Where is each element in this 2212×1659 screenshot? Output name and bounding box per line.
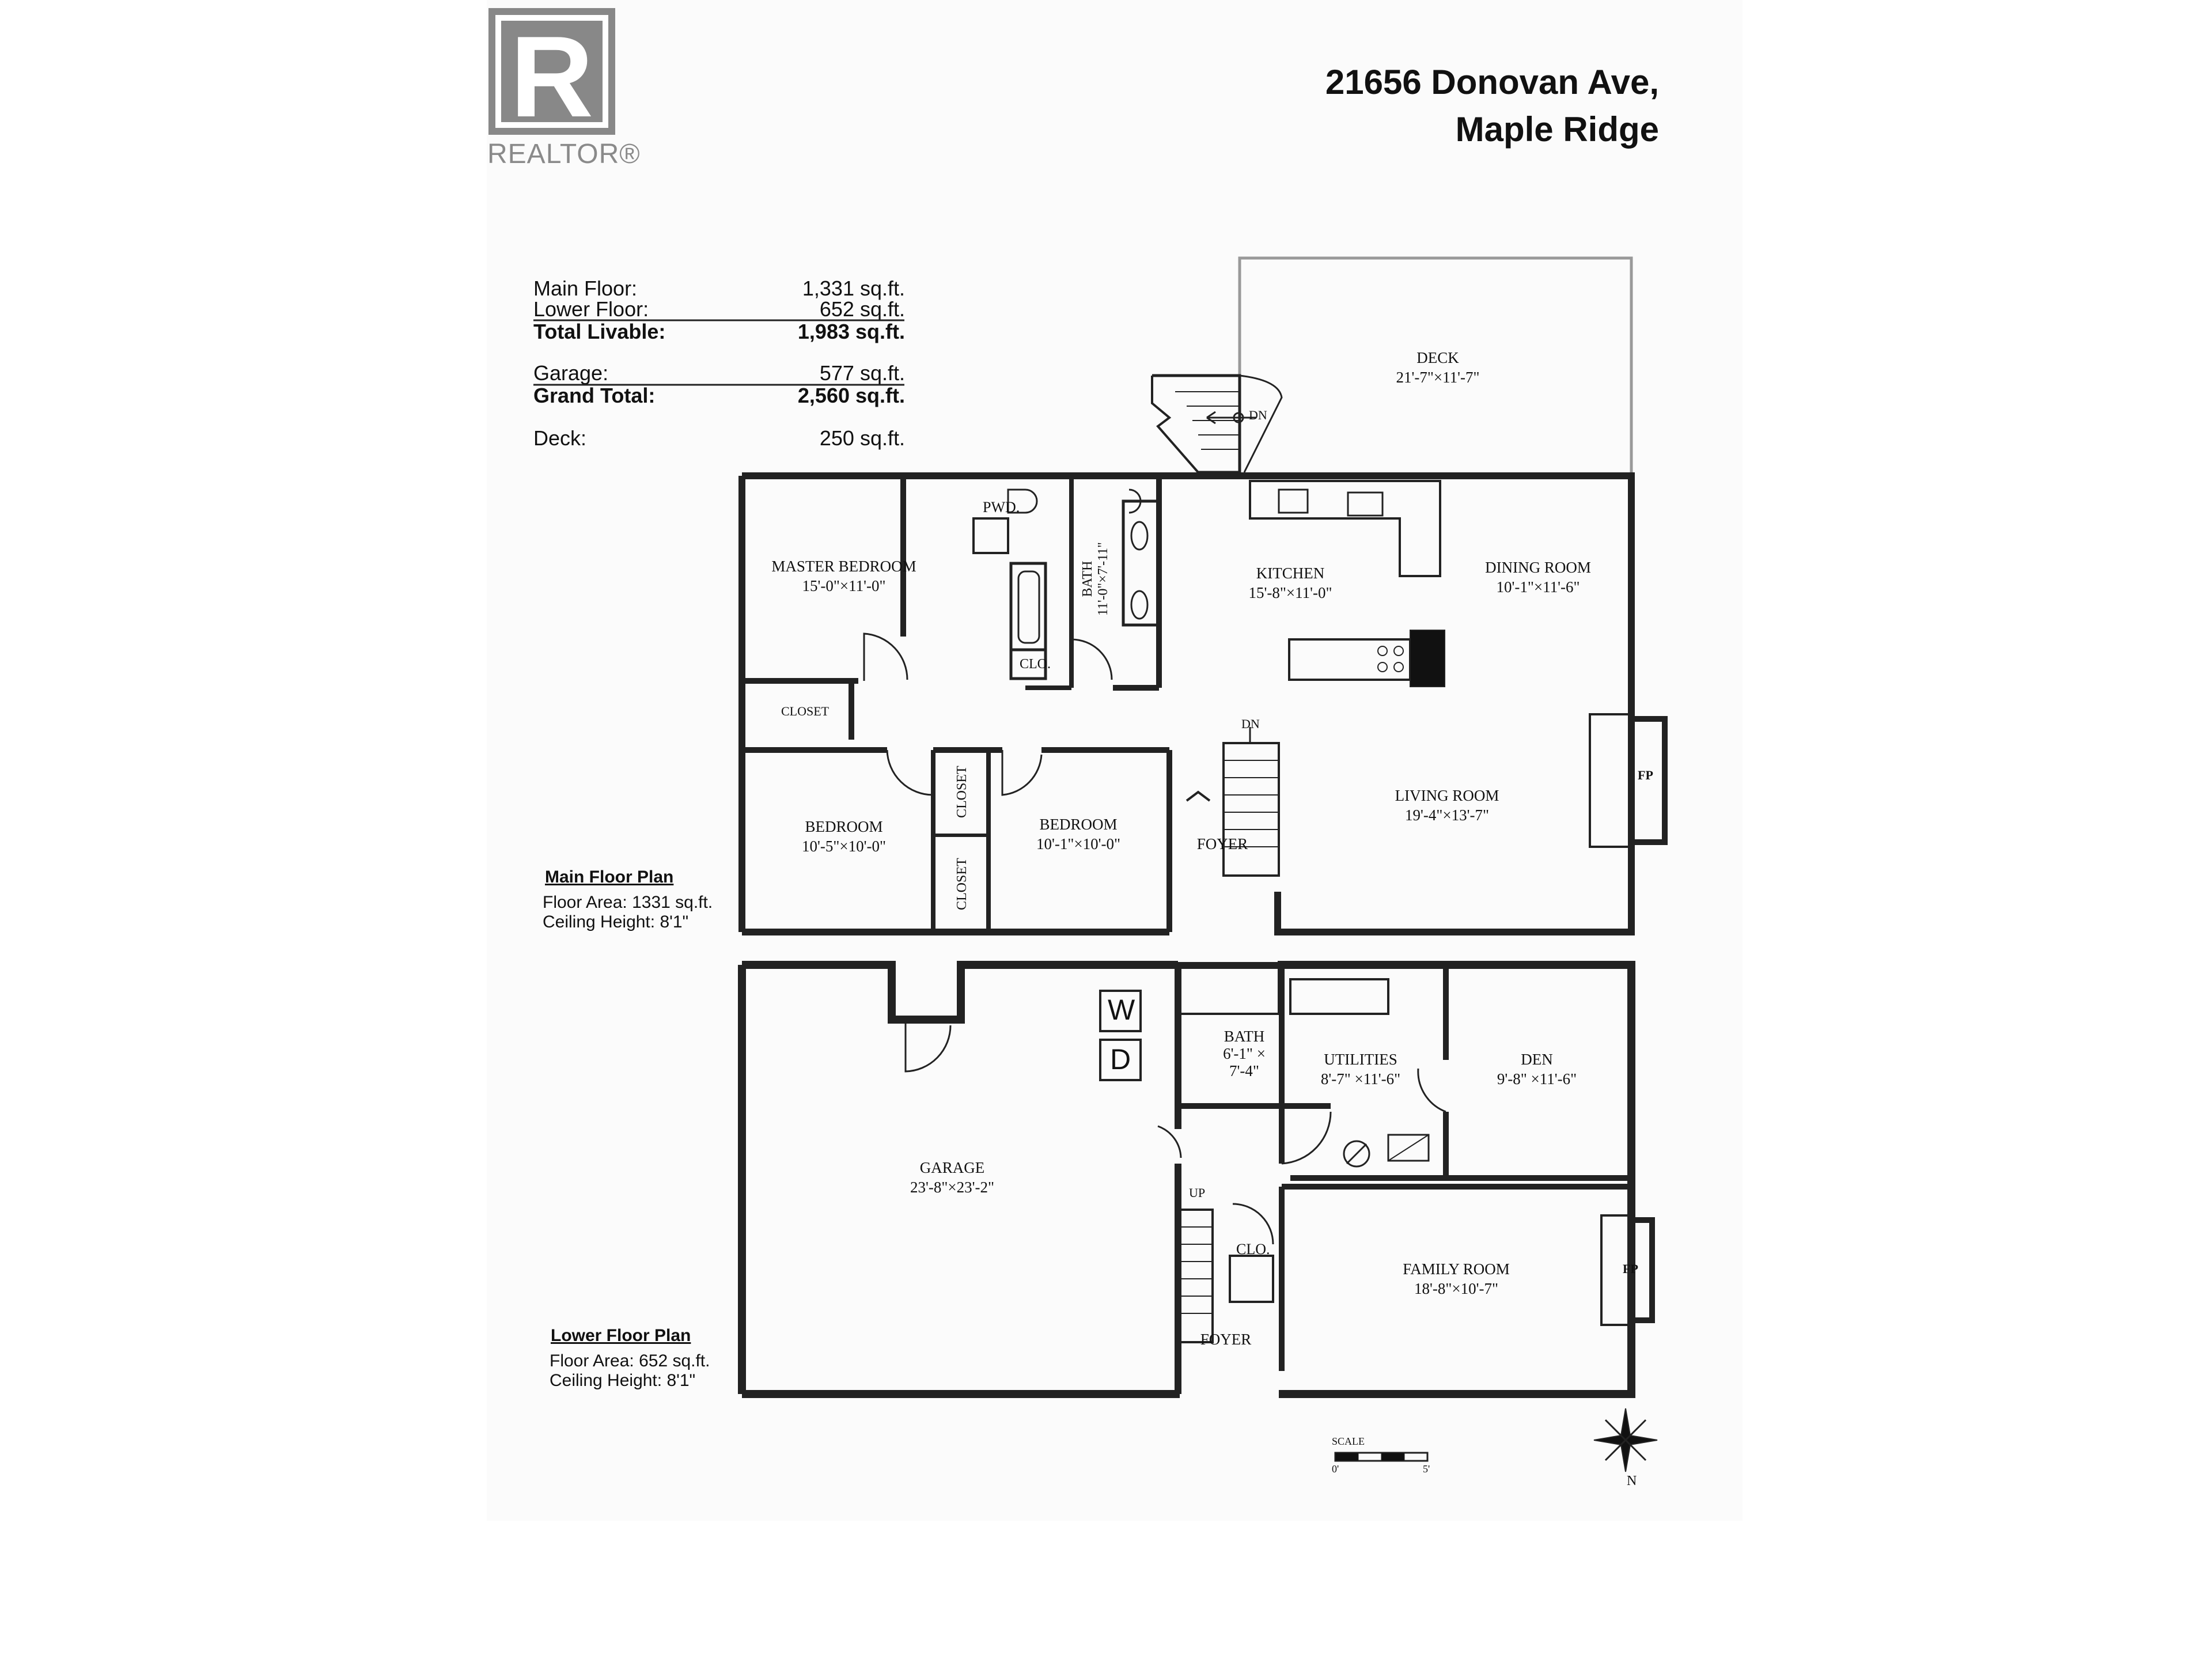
fireplace-main xyxy=(1589,713,1633,848)
area-grand-total: Grand Total:2,560 sq.ft. xyxy=(533,384,905,407)
lower-floor-area: Floor Area: 652 sq.ft. xyxy=(550,1351,710,1370)
area-deck: Deck:250 sq.ft. xyxy=(533,426,905,450)
main-floor-area: Floor Area: 1331 sq.ft. xyxy=(543,893,713,912)
realtor-logo: R xyxy=(488,8,615,135)
deck-outline xyxy=(1238,256,1633,472)
main-stairs xyxy=(1222,742,1280,877)
dryer-box xyxy=(1099,1039,1142,1081)
fireplace-lower-label: FP xyxy=(1623,1262,1638,1276)
lower-floor-title: Lower Floor Plan xyxy=(551,1326,691,1345)
closet-label-1: CLOSET xyxy=(781,704,830,718)
dryer-label: D xyxy=(1110,1043,1131,1075)
vanity-main xyxy=(1122,499,1160,627)
clo-main-label: CLO. xyxy=(1020,657,1051,672)
kitchen-island xyxy=(1288,638,1411,681)
logo-letter: R xyxy=(510,13,594,141)
master-door xyxy=(863,632,908,681)
address-line1: 21656 Donovan Ave, xyxy=(1325,63,1659,101)
area-garage: Garage:577 sq.ft. xyxy=(533,361,905,385)
closet-label-2: CLOSET xyxy=(955,766,969,818)
washer-label: W xyxy=(1108,994,1135,1026)
main-floor-title: Main Floor Plan xyxy=(545,868,674,887)
foyer-lower-label: FOYER xyxy=(1200,1331,1252,1348)
clo-lower-label: CLO. xyxy=(1236,1241,1270,1257)
logo-text: REALTOR® xyxy=(487,139,641,169)
washer-box xyxy=(1099,990,1142,1032)
main-floor-outline xyxy=(742,472,1635,935)
pwd-sink xyxy=(972,517,1009,554)
area-total-livable: Total Livable:1,983 sq.ft. xyxy=(533,320,905,343)
area-lower: Lower Floor:652 sq.ft. xyxy=(533,297,905,321)
kitchen-counter xyxy=(1249,480,1441,577)
pwd-label: PWD. xyxy=(983,499,1020,516)
scale-zero: 0' xyxy=(1332,1463,1339,1475)
stairs-dn-label: DN xyxy=(1241,717,1260,731)
fireplace-main-label: FP xyxy=(1638,768,1653,782)
foyer-main-label: FOYER xyxy=(1196,835,1248,853)
plan-sheet xyxy=(487,0,1743,1521)
north-label: N xyxy=(1627,1474,1637,1488)
deck-dn-label: DN xyxy=(1249,408,1267,422)
lower-floor-ceiling: Ceiling Height: 8'1" xyxy=(550,1371,696,1390)
closet-label-3: CLOSET xyxy=(955,858,969,910)
area-main: Main Floor:1,331 sq.ft. xyxy=(533,276,905,300)
scale-five: 5' xyxy=(1423,1463,1430,1475)
bathtub-main xyxy=(1009,562,1047,652)
deck-stairs xyxy=(1152,374,1241,474)
north-compass xyxy=(1593,1408,1658,1472)
stairs-up-label: UP xyxy=(1189,1185,1206,1200)
scale-label: SCALE xyxy=(1332,1435,1365,1447)
address-line2: Maple Ridge xyxy=(1455,110,1659,149)
main-floor-ceiling: Ceiling Height: 8'1" xyxy=(543,912,689,931)
